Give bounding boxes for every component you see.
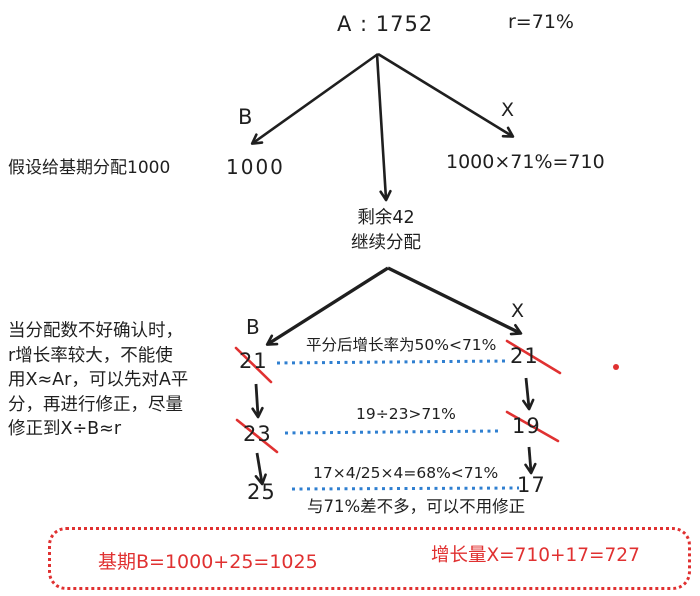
step3-x-value: 17 — [517, 473, 546, 497]
result-box: 基期B=1000+25=1025 增长量X=710+17=727 — [48, 527, 691, 590]
total-amount-label: A : 1752 — [337, 12, 434, 36]
step1-annotation: 平分后增长率为50%<71% — [306, 336, 497, 354]
step1-x-value: 21 — [510, 344, 539, 368]
method-note-block: 当分配数不好确认时， r增长率较大，不能使用X≈Ar，可以先对A平分，再进行修正，… — [8, 319, 188, 442]
remainder-line2: 继续分配 — [351, 233, 421, 253]
method-note-line1: 当分配数不好确认时， — [8, 321, 183, 341]
growth-rate-label: r=71% — [508, 11, 574, 33]
left-arrow-21-to-23 — [251, 383, 264, 419]
crossout-right-21 — [505, 339, 562, 375]
assumption-note: 假设给基期分配1000 — [8, 158, 171, 178]
remainder-block: 剩余42 继续分配 — [330, 206, 442, 256]
step1-b-value: 21 — [239, 349, 268, 373]
tree2-branch-x-label: X — [511, 300, 525, 322]
step3-conclusion-note: 与71%差不多，可以不用修正 — [307, 497, 526, 516]
red-dot-mark — [613, 364, 619, 370]
base-allocation-value: 1000 — [226, 155, 285, 179]
step2-x-value: 19 — [512, 414, 541, 438]
base-period-result: 基期B=1000+25=1025 — [98, 551, 318, 573]
tree1-center-arrow — [375, 53, 392, 202]
method-note-line3: 用X≈Ar，可以先对A平 — [8, 370, 189, 390]
crossout-left-21 — [234, 346, 273, 384]
tree1-left-arrow — [250, 52, 379, 145]
right-arrow-21-to-19 — [522, 377, 535, 411]
method-note-line2: r增长率较大，不能使 — [8, 345, 173, 366]
tree1-branch-b-label: B — [238, 105, 253, 129]
dotted-line-row1 — [276, 359, 506, 365]
growth-calculation-value: 1000×71%=710 — [446, 151, 605, 173]
growth-amount-result: 增长量X=710+17=727 — [431, 545, 640, 566]
right-arrow-19-to-17 — [524, 446, 537, 475]
dotted-line-row3 — [291, 486, 520, 491]
step2-b-value: 23 — [243, 422, 272, 446]
tree2-left-arrow — [265, 266, 389, 346]
tree2-right-arrow — [387, 266, 523, 336]
tree1-right-arrow — [377, 52, 515, 138]
dotted-line-row2 — [284, 429, 500, 435]
tree1-branch-x-label: X — [501, 99, 515, 121]
step3-b-value: 25 — [247, 480, 276, 504]
step3-annotation: 17×4/25×4=68%<71% — [313, 464, 499, 482]
left-arrow-23-to-25 — [254, 452, 267, 486]
method-note-line5: 修正到X÷B≈r — [8, 419, 122, 439]
step2-annotation: 19÷23>71% — [356, 405, 456, 423]
method-note-line4: 分，再进行修正，尽量 — [8, 394, 183, 415]
crossout-left-23 — [235, 418, 279, 454]
crossout-right-19 — [505, 410, 560, 443]
tree2-branch-b-label: B — [246, 315, 260, 339]
remainder-line1: 剩余42 — [357, 208, 415, 228]
